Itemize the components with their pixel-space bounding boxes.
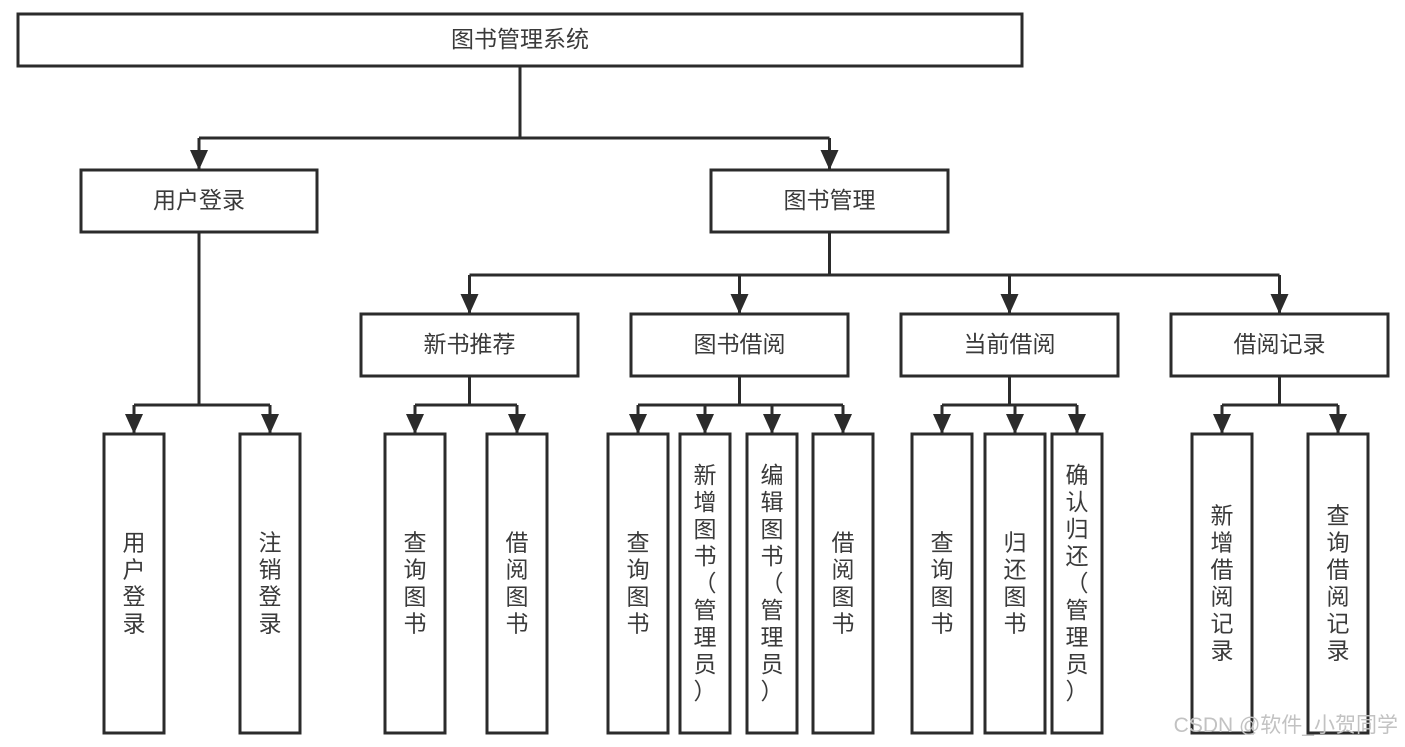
- node-box-borrow-record[interactable]: [1169, 312, 1390, 378]
- bookmanage-to-level3-arrow-1: [730, 294, 749, 314]
- leafgroup-user-login-arrow-1: [261, 414, 279, 434]
- node-box-leaf-return-book[interactable]: [983, 432, 1047, 735]
- node-label-leaf-query-book-1: 查询图书: [404, 530, 427, 637]
- root-to-level2-arrow-1: [820, 150, 839, 170]
- node-label-borrow-record: 借阅记录: [1234, 331, 1326, 357]
- leafgroup-borrow-record-arrow-1: [1329, 414, 1347, 434]
- leafgroup-current-borrow-arrow-1: [1006, 414, 1024, 434]
- leafgroup-new-book-recommend-arrow-0: [406, 414, 424, 434]
- node-label-leaf-query-record: 查询借阅记录: [1327, 503, 1350, 664]
- node-label-leaf-borrow-book-1: 借阅图书: [506, 530, 529, 637]
- node-label-leaf-query-book-2: 查询图书: [627, 530, 650, 637]
- node-leaf-borrow-book-2[interactable]: 借阅图书: [811, 432, 875, 735]
- leafgroup-current-borrow-arrow-0: [933, 414, 951, 434]
- node-label-leaf-borrow-book-2: 借阅图书: [832, 530, 855, 637]
- node-leaf-user-login[interactable]: 用户登录: [102, 432, 166, 735]
- node-root[interactable]: 图书管理系统: [16, 12, 1024, 68]
- node-leaf-add-book[interactable]: 新增图书（管理员）: [678, 432, 732, 735]
- node-box-leaf-borrow-book-2[interactable]: [811, 432, 875, 735]
- bookmanage-to-level3-arrow-3: [1270, 294, 1289, 314]
- node-box-leaf-user-logout[interactable]: [238, 432, 302, 735]
- node-label-leaf-add-record: 新增借阅记录: [1211, 503, 1234, 664]
- node-label-leaf-query-book-3: 查询图书: [931, 530, 954, 637]
- node-current-borrow[interactable]: 当前借阅: [899, 312, 1120, 378]
- node-box-leaf-query-record[interactable]: [1306, 432, 1370, 735]
- node-label-leaf-confirm-return: 确认归还（管理员）: [1066, 462, 1089, 704]
- node-leaf-user-logout[interactable]: 注销登录: [238, 432, 302, 735]
- node-book-manage[interactable]: 图书管理: [709, 168, 950, 234]
- node-new-book-recommend[interactable]: 新书推荐: [359, 312, 580, 378]
- leafgroup-book-borrow-arrow-3: [834, 414, 852, 434]
- node-box-leaf-confirm-return[interactable]: [1050, 432, 1104, 735]
- leafgroup-book-borrow-arrow-0: [629, 414, 647, 434]
- node-user-login[interactable]: 用户登录: [79, 168, 319, 234]
- node-label-leaf-return-book: 归还图书: [1004, 530, 1027, 637]
- node-label-book-borrow: 图书借阅: [694, 331, 786, 357]
- node-box-leaf-query-book-3[interactable]: [910, 432, 974, 735]
- node-book-borrow[interactable]: 图书借阅: [629, 312, 850, 378]
- node-label-book-manage: 图书管理: [784, 187, 876, 213]
- node-leaf-query-book-1[interactable]: 查询图书: [383, 432, 447, 735]
- node-box-leaf-query-book-1[interactable]: [383, 432, 447, 735]
- leafgroup-book-borrow-arrow-2: [763, 414, 781, 434]
- node-label-leaf-edit-book: 编辑图书（管理员）: [761, 462, 784, 704]
- node-label-new-book-recommend: 新书推荐: [424, 331, 516, 357]
- node-box-leaf-query-book-2[interactable]: [606, 432, 670, 735]
- bookmanage-to-level3-arrow-2: [1000, 294, 1019, 314]
- node-box-leaf-edit-book[interactable]: [745, 432, 799, 735]
- node-leaf-query-book-2[interactable]: 查询图书: [606, 432, 670, 735]
- node-label-current-borrow: 当前借阅: [964, 331, 1056, 357]
- node-leaf-borrow-book-1[interactable]: 借阅图书: [485, 432, 549, 735]
- node-label-root: 图书管理系统: [451, 26, 589, 52]
- leafgroup-book-borrow-arrow-1: [696, 414, 714, 434]
- csdn-watermark: CSDN @软件_小贺同学: [1174, 714, 1398, 737]
- leafgroup-new-book-recommend-arrow-1: [508, 414, 526, 434]
- nodes-layer: 图书管理系统用户登录图书管理新书推荐图书借阅当前借阅借阅记录用户登录注销登录查询…: [16, 12, 1390, 735]
- node-leaf-edit-book[interactable]: 编辑图书（管理员）: [745, 432, 799, 735]
- node-leaf-return-book[interactable]: 归还图书: [983, 432, 1047, 735]
- node-label-leaf-user-logout: 注销登录: [259, 530, 282, 637]
- leafgroup-borrow-record-arrow-0: [1213, 414, 1231, 434]
- node-box-leaf-borrow-book-1[interactable]: [485, 432, 549, 735]
- node-box-user-login[interactable]: [79, 168, 319, 234]
- node-box-book-manage[interactable]: [709, 168, 950, 234]
- node-borrow-record[interactable]: 借阅记录: [1169, 312, 1390, 378]
- node-box-root[interactable]: [16, 12, 1024, 68]
- bookmanage-to-level3-arrow-0: [460, 294, 479, 314]
- node-leaf-add-record[interactable]: 新增借阅记录: [1190, 432, 1254, 735]
- leafgroup-user-login-arrow-0: [125, 414, 143, 434]
- node-box-leaf-user-login[interactable]: [102, 432, 166, 735]
- leafgroup-current-borrow-arrow-2: [1068, 414, 1086, 434]
- node-leaf-confirm-return[interactable]: 确认归还（管理员）: [1050, 432, 1104, 735]
- node-box-leaf-add-book[interactable]: [678, 432, 732, 735]
- root-to-level2-arrow-0: [190, 150, 208, 170]
- node-box-new-book-recommend[interactable]: [359, 312, 580, 378]
- node-label-leaf-add-book: 新增图书（管理员）: [694, 462, 717, 704]
- connectors-layer: [125, 66, 1347, 434]
- node-label-user-login: 用户登录: [153, 187, 245, 213]
- node-box-current-borrow[interactable]: [899, 312, 1120, 378]
- node-box-leaf-add-record[interactable]: [1190, 432, 1254, 735]
- node-leaf-query-record[interactable]: 查询借阅记录: [1306, 432, 1370, 735]
- node-leaf-query-book-3[interactable]: 查询图书: [910, 432, 974, 735]
- node-label-leaf-user-login: 用户登录: [123, 530, 146, 637]
- node-box-book-borrow[interactable]: [629, 312, 850, 378]
